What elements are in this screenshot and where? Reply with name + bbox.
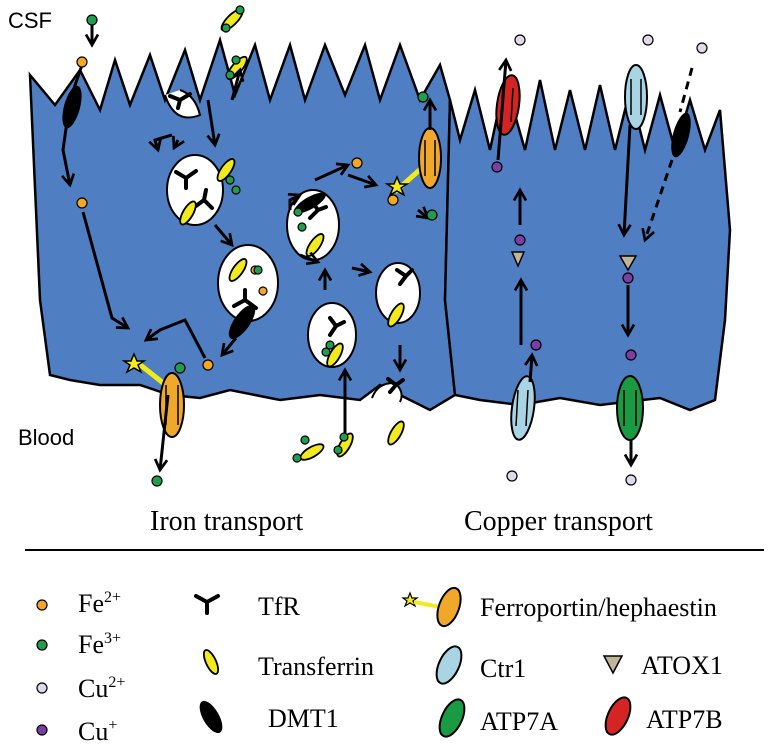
- cu2-legend-icon: [36, 682, 48, 694]
- csf-label: CSF: [8, 8, 52, 33]
- cu1-ion: [491, 161, 637, 361]
- svg-text:Fe3+: Fe3+: [78, 630, 121, 659]
- transport-arrows: [61, 25, 639, 473]
- fe2-legend-label: Fe: [78, 589, 104, 618]
- ctr1-legend-label: Ctr1: [480, 654, 526, 683]
- hephaestin-star-icon: [121, 175, 410, 374]
- cu1-legend-label: Cu: [78, 717, 108, 746]
- cu1-legend-sup: +: [108, 717, 117, 734]
- tfr-legend-icon: [194, 594, 220, 615]
- fe3-legend-sup: 3+: [104, 630, 121, 647]
- atox1-icon: [510, 251, 638, 272]
- atp7b-legend-icon: [604, 696, 632, 736]
- iron-transport-label: Iron transport: [150, 506, 303, 537]
- fe2-legend-sup: 2+: [104, 589, 121, 606]
- cu2-ion: [506, 34, 708, 486]
- tfr-legend-label: TfR: [258, 592, 301, 621]
- atox1-legend-label: ATOX1: [641, 651, 723, 680]
- atp7b-legend-label: ATP7B: [646, 705, 723, 734]
- transferrin-legend-icon: [202, 649, 220, 675]
- endosome: [166, 154, 224, 226]
- svg-text:Cu2+: Cu2+: [78, 674, 125, 703]
- fe3-legend-label: Fe: [78, 630, 104, 659]
- ctr1-legend-icon: [435, 645, 463, 685]
- dmt1-legend-label: DMT1: [268, 704, 339, 733]
- dmt1-icon: [62, 85, 691, 340]
- blood-label: Blood: [18, 425, 74, 450]
- atp7a-legend-label: ATP7A: [480, 707, 558, 736]
- iron-cell: [28, 35, 457, 412]
- fe3-ion: [86, 5, 438, 487]
- atp7a-legend-icon: [438, 698, 466, 738]
- cu1-legend-icon: [36, 724, 48, 736]
- dmt1-legend-icon: [199, 700, 223, 734]
- ferroportin-legend-icon: [401, 586, 462, 628]
- fe3-legend-icon: [36, 639, 48, 651]
- atp7a-icon: [616, 375, 644, 441]
- ctr1-icon: [510, 64, 648, 441]
- svg-text:Fe2+: Fe2+: [78, 589, 121, 618]
- endosome: [375, 262, 421, 324]
- dashed-arrow: [645, 67, 694, 240]
- legend: Fe2+ Fe3+ Cu2+ Cu+ TfR Transferrin DMT1 …: [36, 586, 723, 746]
- cu2-legend-label: Cu: [78, 674, 108, 703]
- svg-text:Cu+: Cu+: [78, 717, 117, 746]
- fe2-legend-icon: [36, 599, 48, 611]
- atox1-legend-icon: [602, 655, 624, 675]
- transferrin-legend-label: Transferrin: [258, 652, 374, 681]
- cu2-legend-sup: 2+: [108, 674, 125, 691]
- ferroportin-legend-label: Ferroportin/hephaestin: [480, 593, 717, 622]
- copper-transport-label: Copper transport: [464, 506, 653, 537]
